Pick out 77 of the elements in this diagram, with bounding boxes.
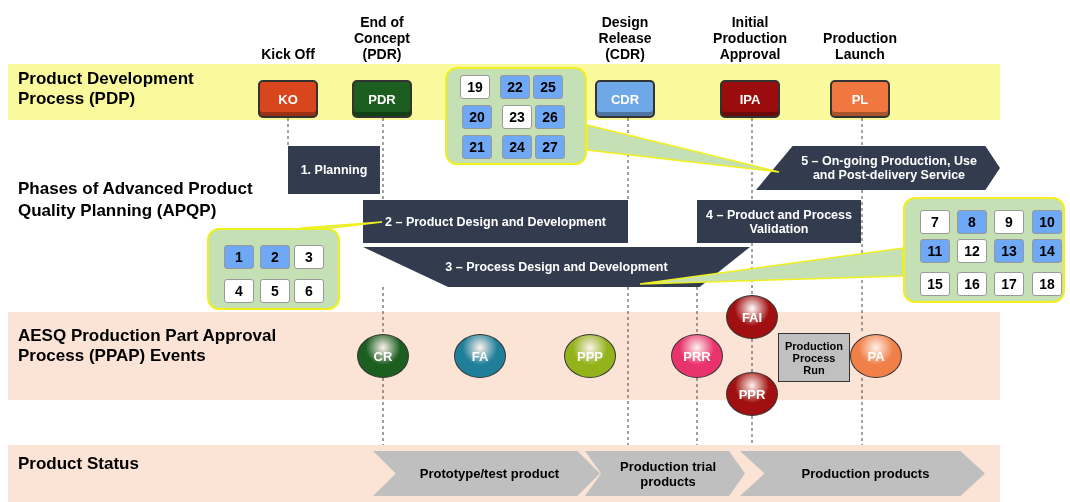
guide-line [696, 286, 698, 335]
number-square: 25 [533, 75, 563, 99]
number-square: 24 [502, 135, 532, 159]
number-square: 15 [920, 272, 950, 296]
callout-pointer [586, 124, 780, 173]
event-circle: CR [357, 334, 409, 378]
phase-bar: 4 – Product and Process Validation [697, 200, 861, 243]
number-square: 11 [920, 239, 950, 263]
number-square: 18 [1032, 272, 1062, 296]
event-circle: PPP [564, 334, 616, 378]
band [8, 312, 1000, 400]
milestone-caption: Design Release (CDR) [597, 14, 653, 62]
band-heading: AESQ Production Part Approval Process (PPAP) Events [18, 326, 278, 366]
callout-pointer [639, 247, 904, 285]
callout-bubble [903, 197, 1065, 303]
number-square: 12 [957, 239, 987, 263]
number-square: 5 [260, 279, 290, 303]
number-square: 1 [224, 245, 254, 269]
number-square: 13 [994, 239, 1024, 263]
status-stage: Production trial products [585, 451, 745, 496]
number-square: 2 [260, 245, 290, 269]
callout-pointer [299, 221, 383, 229]
number-square: 6 [294, 279, 324, 303]
phase-bar: 3 – Process Design and Development [363, 247, 750, 287]
number-square: 19 [460, 75, 490, 99]
guide-line [751, 117, 753, 201]
number-square: 26 [535, 105, 565, 129]
number-square: 7 [920, 210, 950, 234]
number-square: 8 [957, 210, 987, 234]
milestone-caption: End of Concept (PDR) [353, 14, 411, 62]
number-square: 16 [957, 272, 987, 296]
status-stage: Production products [740, 451, 985, 496]
guide-line [861, 377, 863, 446]
milestone-caption: Production Launch [822, 30, 898, 62]
event-circle: PPR [726, 372, 778, 416]
milestone-caption: Kick Off [260, 46, 316, 62]
guide-line [287, 117, 289, 147]
milestone-button: PDR [352, 80, 412, 118]
milestone-button: PL [830, 80, 890, 118]
guide-line [382, 286, 384, 335]
event-circle: FAI [726, 295, 778, 339]
process-box: Production Process Run [778, 333, 850, 382]
band-heading: Product Status [18, 454, 140, 474]
guide-line [861, 117, 863, 147]
guide-line [751, 338, 753, 373]
number-square: 21 [462, 135, 492, 159]
number-square: 23 [502, 105, 532, 129]
event-circle: PRR [671, 334, 723, 378]
milestone-button: KO [258, 80, 318, 118]
guide-line [751, 415, 753, 446]
phase-bar: 5 – On-going Production, Use and Post-delivery Service [756, 146, 1000, 190]
band [8, 445, 1000, 502]
status-stage: Prototype/test product [373, 451, 600, 496]
band-heading: Product Development Process (PDP) [18, 69, 195, 109]
milestone-button: IPA [720, 80, 780, 118]
milestone-caption: Initial Production Approval [712, 14, 788, 62]
number-square: 10 [1032, 210, 1062, 234]
number-square: 4 [224, 279, 254, 303]
number-square: 3 [294, 245, 324, 269]
phase-bar: 2 – Product Design and Development [363, 200, 628, 243]
number-square: 9 [994, 210, 1024, 234]
guide-line [382, 117, 384, 201]
row-heading: Phases of Advanced Product Quality Planning (APQP) [18, 178, 254, 222]
guide-line [696, 377, 698, 446]
number-square: 22 [500, 75, 530, 99]
guide-line [627, 286, 629, 446]
number-square: 20 [462, 105, 492, 129]
phase-bar: 1. Planning [288, 146, 380, 194]
number-square: 27 [535, 135, 565, 159]
number-square: 14 [1032, 239, 1062, 263]
guide-line [751, 242, 753, 296]
event-circle: FA [454, 334, 506, 378]
milestone-button: CDR [595, 80, 655, 118]
guide-line [382, 377, 384, 446]
number-square: 17 [994, 272, 1024, 296]
event-circle: PA [850, 334, 902, 378]
guide-line [627, 117, 629, 201]
